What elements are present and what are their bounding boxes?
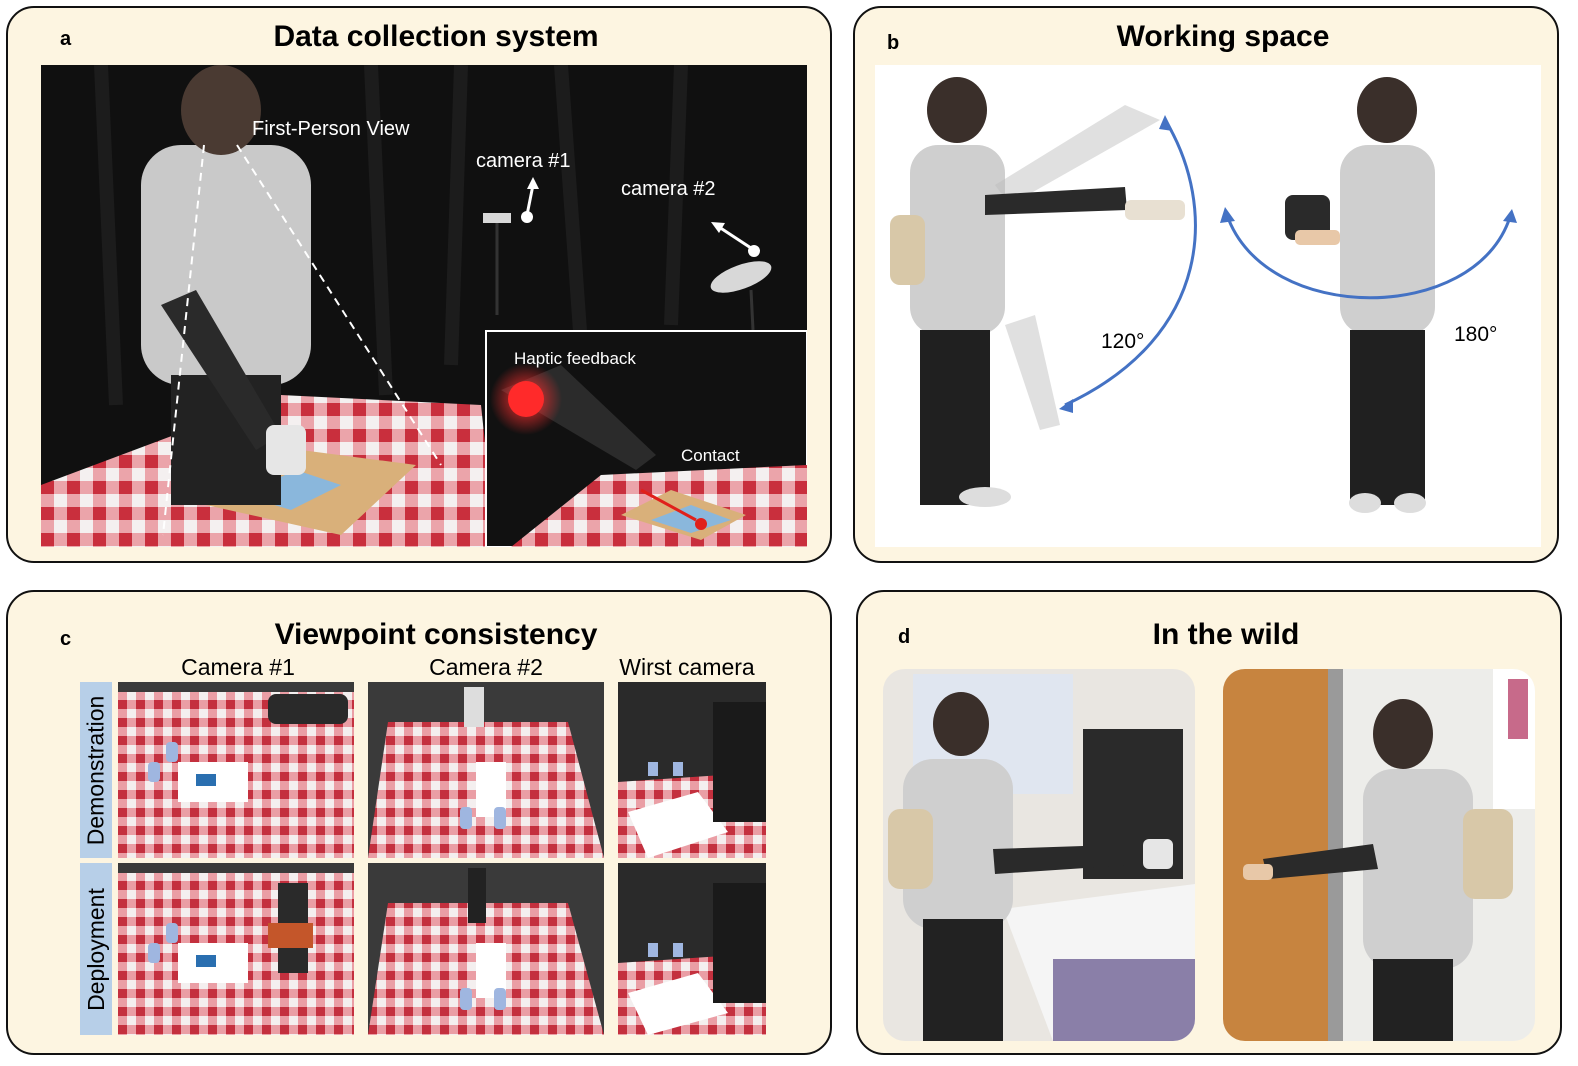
demo-wrist-camera-scene	[618, 682, 766, 858]
col-header-wrist-camera: Wirst camera	[619, 654, 755, 680]
working-space-photo	[875, 65, 1541, 547]
row-label-deployment: Deployment	[82, 887, 109, 1011]
deploy-wrist-camera-scene	[618, 863, 766, 1035]
deploy-wrist-camera-photo	[618, 863, 766, 1035]
wild-kitchen-scene	[883, 669, 1195, 1041]
panel-a: a Data collection system	[6, 6, 832, 563]
data-collection-scene	[41, 65, 807, 547]
demo-camera1-scene	[118, 682, 354, 858]
wild-kitchen-photo	[883, 669, 1195, 1041]
demo-wrist-camera-photo	[618, 682, 766, 858]
deploy-camera2-photo	[368, 863, 604, 1035]
panel-d-title: In the wild	[1152, 618, 1300, 651]
panel-a-title: Data collection system	[273, 20, 599, 53]
wild-door-photo	[1223, 669, 1535, 1041]
demo-camera2-photo	[368, 682, 604, 858]
haptic-feedback-label: Haptic feedback	[514, 349, 636, 368]
panel-a-letter: a	[60, 28, 72, 50]
deploy-camera1-scene	[118, 863, 354, 1035]
row-tab-demonstration: Demonstration	[80, 682, 112, 858]
col-header-camera1: Camera #1	[181, 654, 295, 680]
wild-door-scene	[1223, 669, 1535, 1041]
panel-c-letter: c	[60, 628, 72, 650]
row-tab-deployment: Deployment	[80, 863, 112, 1035]
panel-c-title: Viewpoint consistency	[274, 618, 598, 651]
panel-b-title: Working space	[1116, 20, 1330, 53]
panel-c: c Viewpoint consistency Camera #1 Camera…	[6, 590, 832, 1055]
row-label-demonstration: Demonstration	[82, 695, 109, 845]
working-space-scene	[890, 77, 1517, 513]
angle-120-label: 120°	[1101, 330, 1145, 353]
camera2-label: camera #2	[621, 178, 716, 200]
col-header-camera2: Camera #2	[429, 654, 543, 680]
first-person-view-label: First-Person View	[252, 118, 410, 140]
deploy-camera1-photo	[118, 863, 354, 1035]
contact-label: Contact	[681, 446, 740, 465]
demo-camera1-photo	[118, 682, 354, 858]
angle-180-label: 180°	[1454, 323, 1498, 346]
panel-b: b Working space	[853, 6, 1559, 563]
panel-d: d In the wild	[856, 590, 1562, 1055]
camera1-label: camera #1	[476, 150, 571, 172]
data-collection-photo	[41, 65, 807, 547]
panel-d-letter: d	[898, 626, 911, 648]
deploy-camera2-scene	[368, 863, 604, 1035]
panel-b-letter: b	[887, 32, 900, 54]
demo-camera2-scene	[368, 682, 604, 858]
